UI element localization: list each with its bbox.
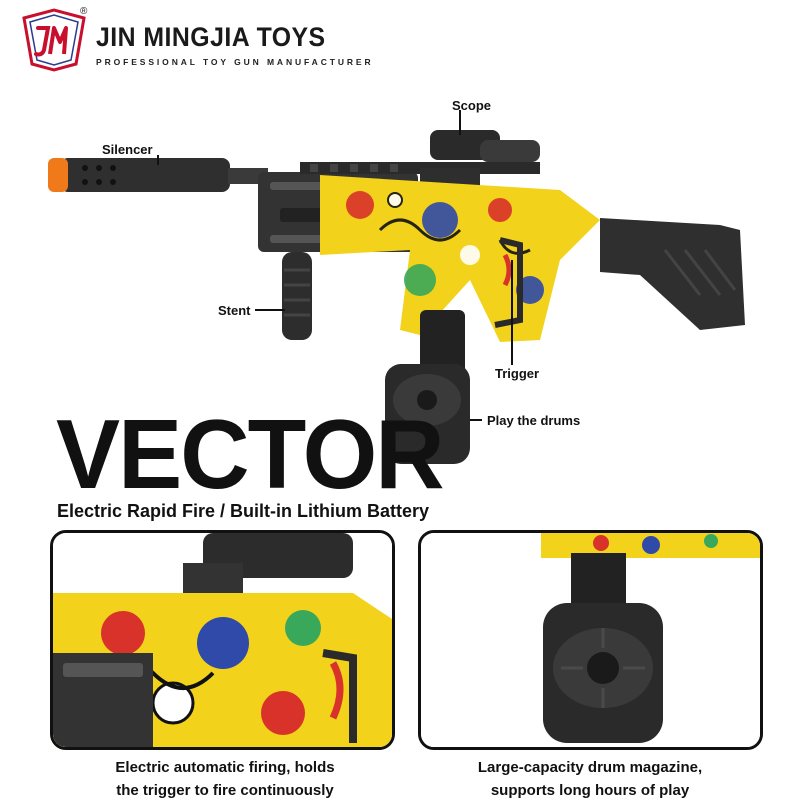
callout-trigger: Trigger <box>495 366 540 381</box>
brand-name: JIN MINGJIA TOYS <box>96 22 326 52</box>
trigger-caption-line1: Electric automatic firing, holds <box>115 759 335 776</box>
registered-mark: ® <box>80 6 88 17</box>
brand-tagline: PROFESSIONAL TOY GUN MANUFACTURER <box>96 57 374 67</box>
drum-caption-line1: Large-capacity drum magazine, <box>477 759 703 776</box>
drum-caption: Large-capacity drum magazine, supports l… <box>410 756 770 802</box>
callout-scope: Scope <box>452 98 492 113</box>
callout-drums: Play the drums <box>487 413 581 428</box>
drum-closeup-image <box>421 533 760 747</box>
callout-stent: Stent <box>218 303 251 318</box>
callout-silencer: Silencer <box>102 142 153 157</box>
drum-caption-line2: supports long hours of play <box>490 782 690 799</box>
trigger-detail-panel <box>50 530 395 750</box>
drum-detail-panel <box>418 530 763 750</box>
trigger-closeup-image <box>53 533 392 747</box>
trigger-caption: Electric automatic firing, holds the tri… <box>40 756 410 802</box>
product-title: VECTOR <box>56 399 445 509</box>
trigger-caption-line2: the trigger to fire continuously <box>116 782 334 799</box>
vector-toy-gun-image <box>48 110 745 464</box>
brand-logo-icon <box>22 8 86 72</box>
product-subtitle: Electric Rapid Fire / Built-in Lithium B… <box>57 501 430 521</box>
